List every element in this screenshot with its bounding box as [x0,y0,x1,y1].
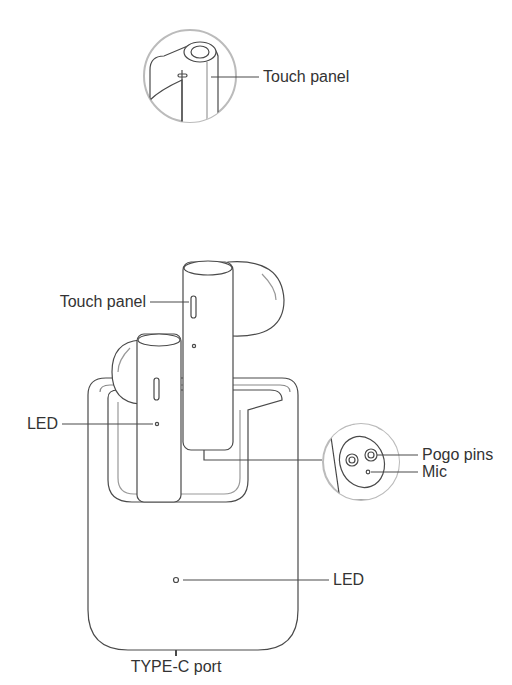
led-label: LED [333,571,364,589]
pogo-pins-detail [323,418,418,500]
touch-panel-detail [144,30,259,130]
touch-panel-label: Touch panel [60,293,146,311]
pogo-pins-label: Pogo pins [422,446,493,464]
mic-label: Mic [422,463,447,481]
led-label: LED [27,415,58,433]
type-c-port-label: TYPE-C port [131,658,222,676]
right-earbud [150,261,322,460]
touch-panel-label: Touch panel [263,68,349,86]
left-earbud [62,334,181,502]
